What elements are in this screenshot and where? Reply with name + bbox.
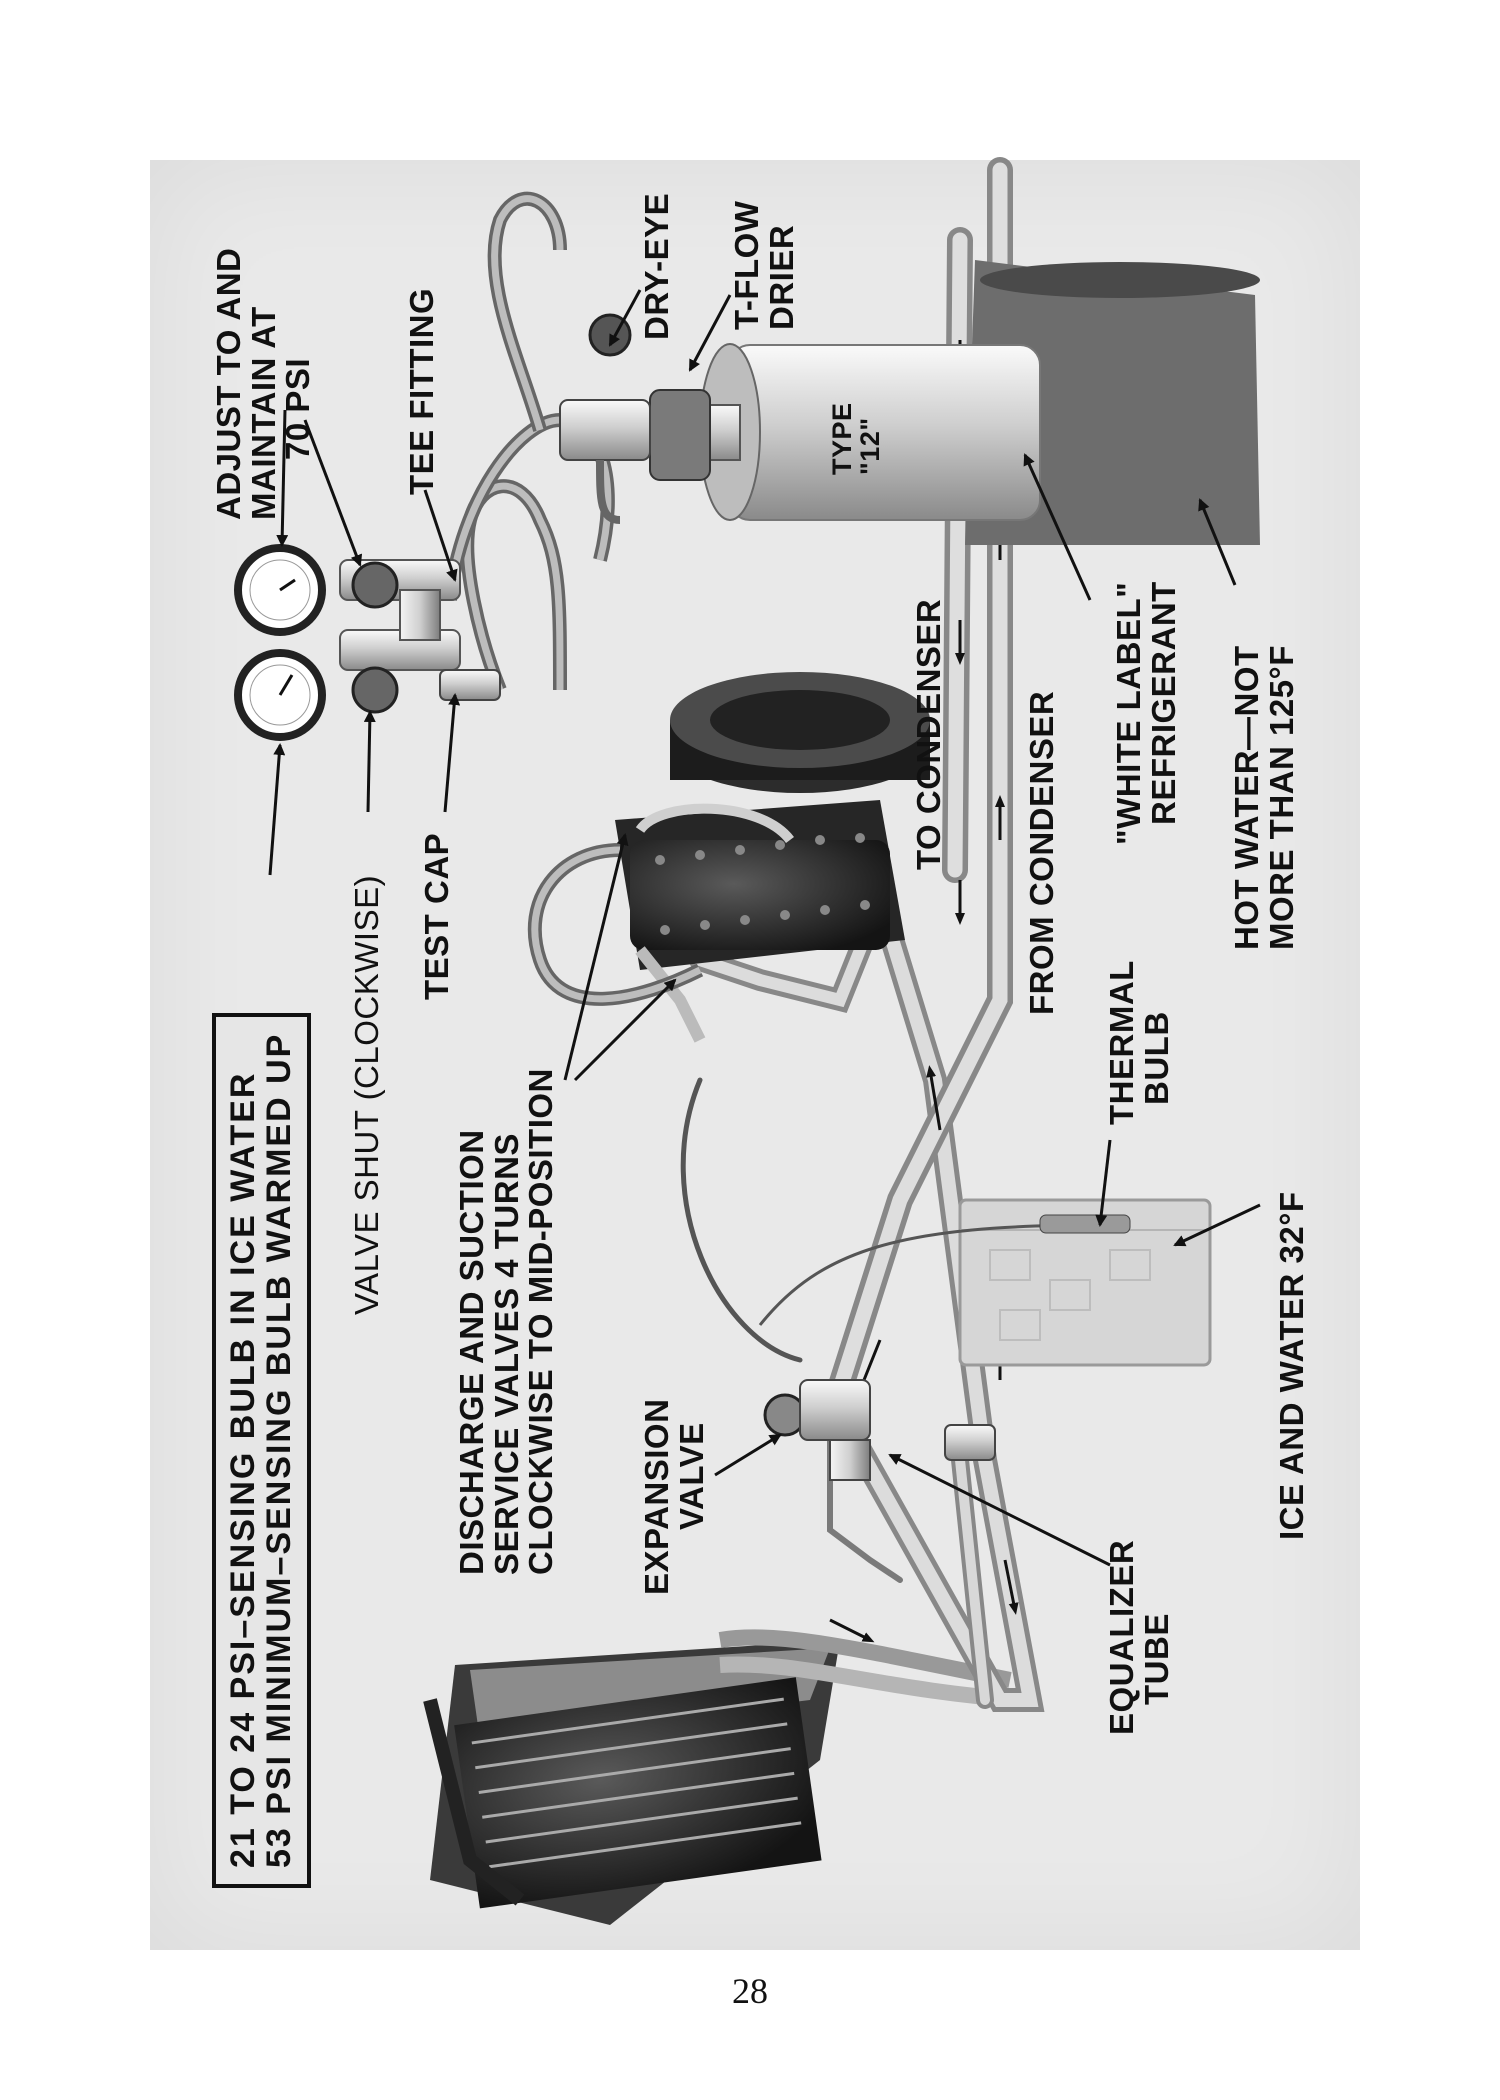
label-type-12: TYPE "12" <box>827 402 886 475</box>
label-white-label-line-2: REFRIGERANT <box>1144 581 1182 825</box>
label-adjust-line-2: MAINTAIN AT <box>244 306 282 520</box>
page-number: 28 <box>732 1971 768 2011</box>
label-to-condenser: TO CONDENSER <box>910 598 947 870</box>
caption-box: 21 TO 24 PSI–SENSING BULB IN ICE WATER 5… <box>212 1012 312 1888</box>
label-thermal-line-1: THERMAL <box>1103 960 1140 1125</box>
label-discharge-line-3: CLOCKWISE TO MID-POSITION <box>522 1068 560 1575</box>
label-white-label-line-1: "WHITE LABEL" <box>1110 581 1147 845</box>
ice-water-beaker <box>758 1198 1212 1367</box>
label-type-12-line-1: TYPE <box>827 402 857 475</box>
label-t-flow-drier: T-FLOW DRIER <box>728 200 800 330</box>
label-valve-shut: VALVE SHUT (CLOCKWISE) <box>348 874 385 1315</box>
label-expansion-line-1: EXPANSION <box>638 1398 675 1595</box>
refrigerant-drum <box>559 260 1260 545</box>
evaporator-coil <box>423 1629 1021 1925</box>
gauge-manifold <box>234 191 704 1006</box>
label-t-flow-line-2: DRIER <box>762 224 800 330</box>
label-discharge-line-1: DISCHARGE AND SUCTION <box>453 1129 490 1575</box>
label-ice-water-text: ICE AND WATER 32°F <box>1273 1191 1310 1540</box>
refrigerant-lines <box>680 157 1045 1712</box>
label-hot-water-line-1: HOT WATER—NOT <box>1228 645 1265 950</box>
expansion-valve <box>763 1379 996 1481</box>
label-ice-water: ICE AND WATER 32°F <box>1273 1191 1310 1540</box>
caption-line-1: 21 TO 24 PSI–SENSING BULB IN ICE WATER <box>224 1071 262 1868</box>
label-discharge-suction: DISCHARGE AND SUCTION SERVICE VALVES 4 T… <box>453 1068 560 1575</box>
label-hot-water-line-2: MORE THAN 125°F <box>1262 645 1300 950</box>
label-dry-eye: DRY-EYE <box>638 192 675 340</box>
label-white-label: "WHITE LABEL" REFRIGERANT <box>1110 581 1182 845</box>
label-expansion-valve: EXPANSION VALVE <box>638 1398 710 1595</box>
label-tee-fitting-text: TEE FITTING <box>403 287 440 495</box>
label-adjust-line-3: 70 PSI <box>279 357 317 460</box>
label-hot-water: HOT WATER—NOT MORE THAN 125°F <box>1228 645 1300 950</box>
label-dry-eye-text: DRY-EYE <box>638 192 675 340</box>
label-equalizer-tube: EQUALIZER TUBE <box>1103 1539 1175 1735</box>
label-thermal-bulb: THERMAL BULB <box>1103 960 1175 1125</box>
label-type-12-line-2: "12" <box>855 417 886 475</box>
label-tee-fitting: TEE FITTING <box>403 287 440 495</box>
label-adjust-70psi: ADJUST TO AND MAINTAIN AT 70 PSI <box>210 247 317 520</box>
label-adjust-line-1: ADJUST TO AND <box>210 247 247 520</box>
label-test-cap: TEST CAP <box>418 832 455 1000</box>
label-from-condenser: FROM CONDENSER <box>1023 690 1060 1015</box>
label-equalizer-line-1: EQUALIZER <box>1103 1539 1140 1735</box>
label-t-flow-line-1: T-FLOW <box>728 200 765 330</box>
caption-line-2: 53 PSI MINIMUM–SENSING BULB WARMED UP <box>259 1032 298 1868</box>
compressor <box>615 672 930 1043</box>
label-equalizer-line-2: TUBE <box>1137 1613 1175 1705</box>
label-from-condenser-text: FROM CONDENSER <box>1023 690 1060 1015</box>
label-to-condenser-text: TO CONDENSER <box>910 598 947 870</box>
label-expansion-line-2: VALVE <box>672 1422 710 1530</box>
leader-arrows <box>268 289 1261 1567</box>
label-valve-shut-text: VALVE SHUT (CLOCKWISE) <box>348 874 385 1315</box>
label-discharge-line-2: SERVICE VALVES 4 TURNS <box>487 1133 525 1575</box>
label-test-cap-text: TEST CAP <box>418 832 455 1000</box>
label-thermal-line-2: BULB <box>1137 1011 1175 1105</box>
